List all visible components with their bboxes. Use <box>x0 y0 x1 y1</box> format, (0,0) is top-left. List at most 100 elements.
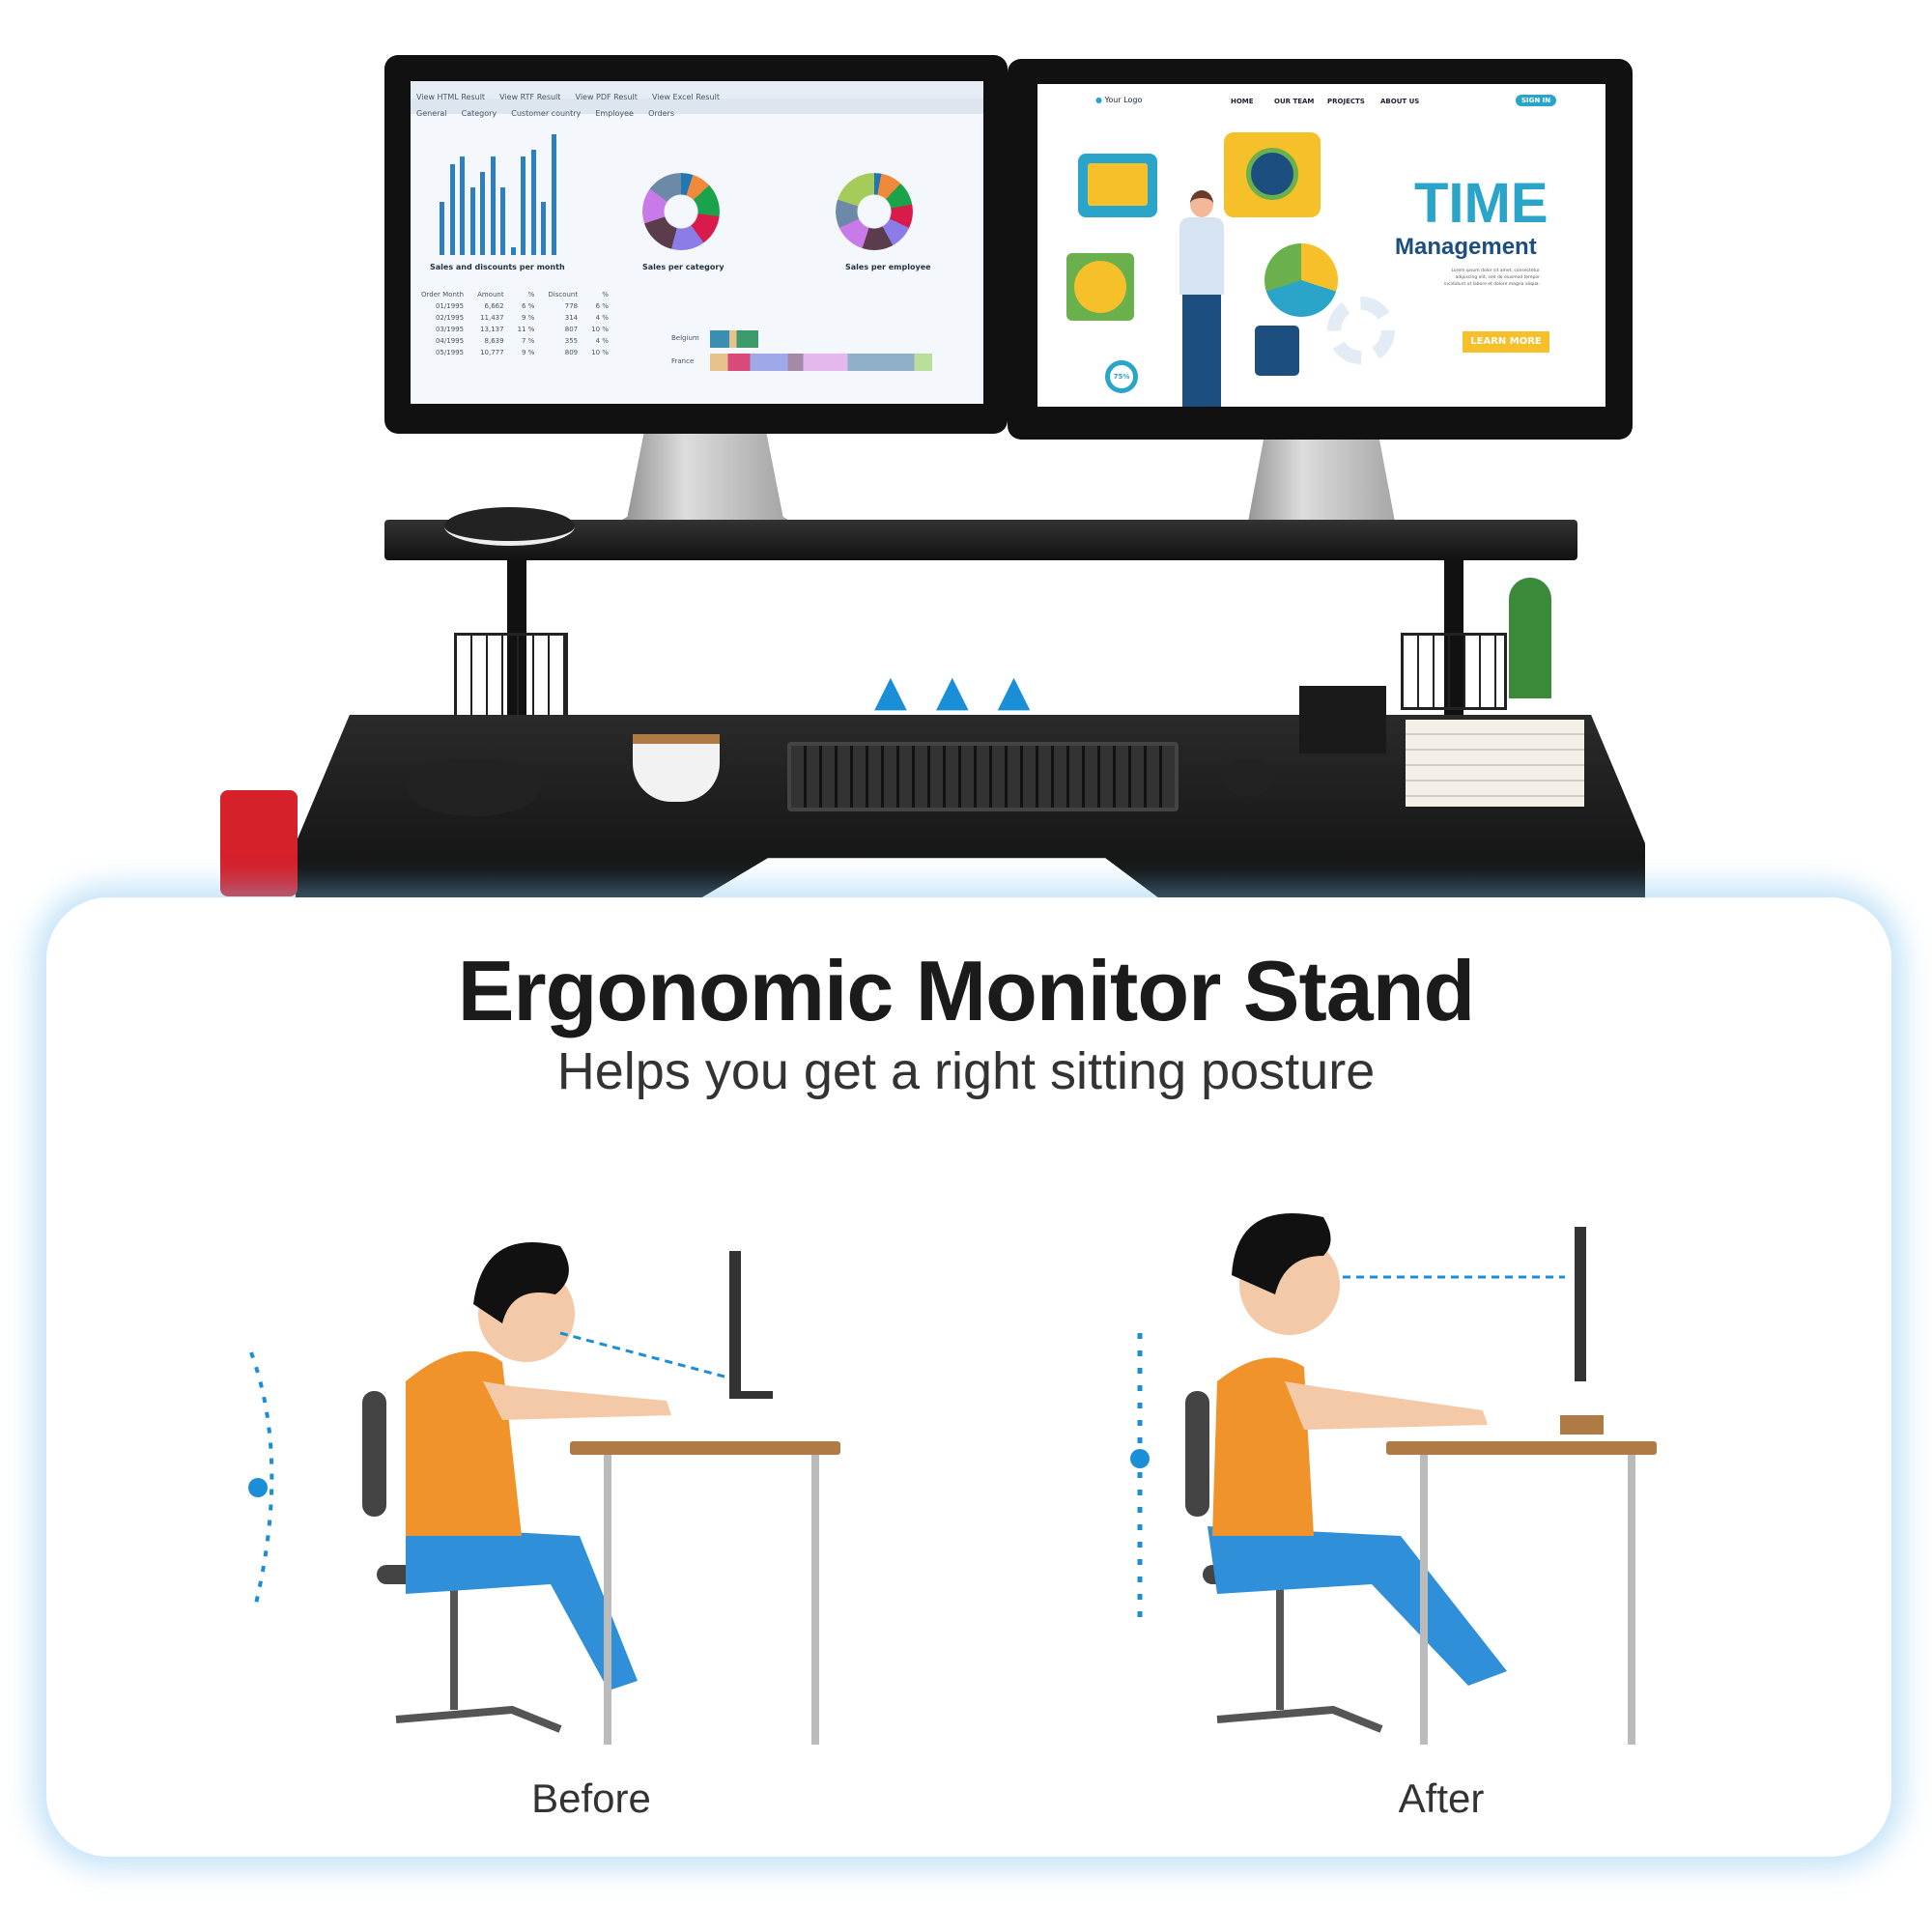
table-cell: 355 <box>564 337 579 345</box>
bar <box>541 202 546 255</box>
calendar-illustration <box>1078 154 1157 217</box>
logo-text: Your Logo <box>1104 96 1143 104</box>
table-cell: 807 <box>564 326 579 333</box>
table-cell: 11,437 <box>480 314 504 322</box>
table-cell: 809 <box>564 349 579 356</box>
stopwatch-illustration <box>1224 132 1321 217</box>
monitor <box>729 1251 741 1396</box>
table-cell: % <box>602 291 609 298</box>
soda-can <box>220 790 298 896</box>
desk-leg <box>604 1455 611 1745</box>
table-row: 03/1995 13,137 11 % 807 10 % <box>414 324 615 335</box>
table-cell: 4 % <box>595 337 609 345</box>
chair-back <box>362 1391 386 1517</box>
headline-subtitle: Helps you get a right sitting posture <box>556 1042 1376 1100</box>
table-cell: % <box>527 291 535 298</box>
tab-general: General <box>416 109 447 118</box>
table-cell: 6 % <box>595 302 609 310</box>
chair-back <box>1185 1391 1209 1517</box>
bar <box>500 186 505 255</box>
left-monitor-stand <box>603 434 808 531</box>
body-text: Lorem ipsum dolor sit amet, consectetur … <box>1443 269 1540 287</box>
site-logo: ● Your Logo <box>1095 96 1142 104</box>
desk-leg <box>811 1455 819 1745</box>
table-cell: 778 <box>564 302 579 310</box>
donut-chart-employee <box>836 173 913 250</box>
bar <box>449 164 455 255</box>
bar <box>480 172 485 255</box>
cactus-plant <box>1509 578 1551 698</box>
table-cell: Amount <box>477 291 504 298</box>
table-cell: 4 % <box>595 314 609 322</box>
left-monitor-screen: View HTML Result View RTF Result View PD… <box>411 81 983 404</box>
after-label: After <box>1398 1776 1485 1821</box>
toolbar-button: View RTF Result <box>499 93 561 101</box>
phone-holder <box>1299 686 1386 753</box>
tab-orders: Orders <box>648 109 674 118</box>
left-monitor: View HTML Result View RTF Result View PD… <box>384 55 1008 434</box>
nav-our-team: OUR TEAM <box>1274 98 1315 105</box>
bar <box>530 149 536 255</box>
right-monitor: ● Your Logo HOME OUR TEAM PROJECTS ABOUT… <box>1008 59 1633 440</box>
tab-category: Category <box>461 109 497 118</box>
bar <box>469 186 475 255</box>
person-shirt <box>1212 1357 1314 1536</box>
table-cell: 10 % <box>591 326 609 333</box>
chart-title: Sales per category <box>642 263 724 271</box>
monitor-base <box>729 1391 773 1399</box>
after-illustration <box>1130 1213 1657 1745</box>
chart-title: Sales and discounts per month <box>430 263 565 271</box>
gear-icon <box>1327 297 1395 364</box>
bar <box>490 156 496 255</box>
country-label: France <box>671 357 695 365</box>
table-cell: Discount <box>548 291 579 298</box>
toolbar-button: View Excel Result <box>651 93 720 101</box>
desk-lamp <box>406 758 541 816</box>
table-cell: 13,137 <box>480 326 504 333</box>
table-cell: 03/1995 <box>435 326 465 333</box>
spine-dot <box>1130 1449 1150 1468</box>
table-cell: 314 <box>564 314 579 322</box>
desk-leg <box>1628 1455 1635 1745</box>
coffee-cup <box>633 734 720 802</box>
management-heading: Management <box>1395 234 1537 260</box>
person-illustration <box>1173 190 1231 407</box>
headline-title: Ergonomic Monitor Stand <box>457 943 1476 1038</box>
chair-base <box>1216 1584 1383 1733</box>
chart-title: Sales per employee <box>845 263 931 271</box>
toolbar-button: View PDF Result <box>575 93 638 101</box>
book-stack <box>1406 720 1584 807</box>
desk-top <box>570 1441 840 1455</box>
person-pants <box>1208 1526 1507 1686</box>
before-illustration <box>248 1242 840 1745</box>
bar <box>521 156 526 255</box>
lift-arrows-icon: ▲▲▲ <box>874 667 1060 716</box>
mouse <box>1223 758 1273 797</box>
toolbar-button: View HTML Result <box>416 93 486 101</box>
table-cell: 11 % <box>517 326 535 333</box>
pie-illustration <box>1066 253 1134 321</box>
lamp-head <box>444 507 575 546</box>
table-cell: 8,639 <box>484 337 504 345</box>
table-cell: 10 % <box>591 349 609 356</box>
monitor-stand <box>1560 1415 1604 1435</box>
person-arm <box>1285 1381 1488 1430</box>
checklist-illustration <box>1255 326 1299 376</box>
nav-about-us: ABOUT US <box>1380 98 1420 105</box>
wire-basket <box>1401 633 1507 710</box>
person-hair <box>1232 1213 1331 1294</box>
sight-line <box>559 1331 725 1378</box>
table-cell: 01/1995 <box>435 302 465 310</box>
logo-icon: ● <box>1095 96 1102 104</box>
table-cell: 9 % <box>522 314 535 322</box>
person-pants <box>406 1526 638 1690</box>
tab-customer-country: Customer country <box>511 109 582 118</box>
desk-top <box>1386 1441 1657 1455</box>
learn-more-button: LEARN MORE <box>1463 331 1549 353</box>
keyboard <box>787 742 1179 811</box>
table-cell: 6,662 <box>484 302 504 310</box>
table-cell: 04/1995 <box>435 337 465 345</box>
desk-leg <box>1420 1455 1428 1745</box>
